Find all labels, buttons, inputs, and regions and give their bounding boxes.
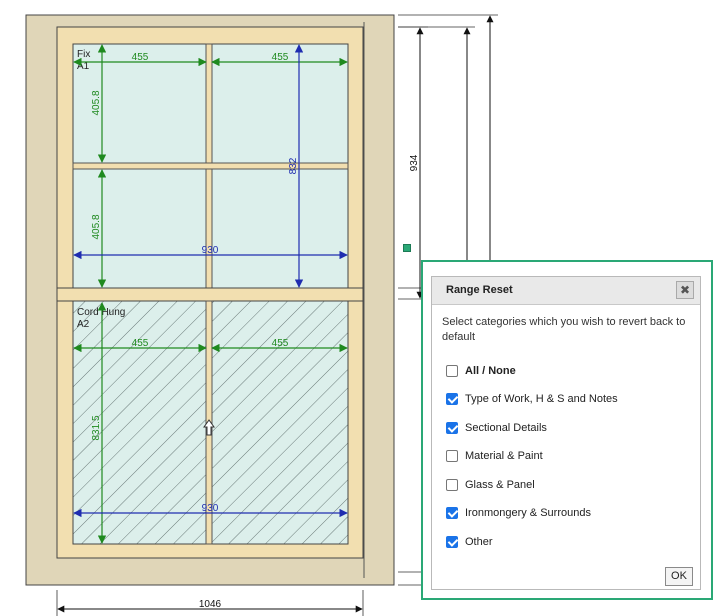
checkbox-type-of-work[interactable] bbox=[446, 393, 458, 405]
option-ironmongery[interactable]: Ironmongery & Surrounds bbox=[446, 505, 686, 521]
range-reset-dialog: Range Reset ✖ Select categories which yo… bbox=[431, 276, 701, 590]
option-label: Glass & Panel bbox=[465, 479, 535, 491]
option-label: Type of Work, H & S and Notes bbox=[465, 393, 618, 405]
upper-sash-width-dim-label: 930 bbox=[202, 245, 219, 256]
lower-sash-label-id: A2 bbox=[77, 319, 90, 330]
upper-glazing-bar-vertical bbox=[205, 43, 213, 300]
sash-lift-arrow-icon bbox=[203, 419, 215, 436]
overall-width-dim-label: 1046 bbox=[199, 599, 222, 610]
upper-sash-label-id: A1 bbox=[77, 61, 90, 72]
dialog-description: Select categories which you wish to reve… bbox=[442, 316, 686, 343]
upper-sash-height-dim-label: 832 bbox=[288, 157, 299, 174]
checkbox-glass-panel[interactable] bbox=[446, 479, 458, 491]
lower-height-dim-label: 831.5 bbox=[91, 415, 102, 440]
option-label: Sectional Details bbox=[465, 422, 547, 434]
close-button[interactable]: ✖ bbox=[676, 281, 694, 299]
ok-button[interactable]: OK bbox=[665, 567, 693, 586]
upper-height-dim-top-label: 405.8 bbox=[91, 90, 102, 115]
checkbox-sectional-details[interactable] bbox=[446, 422, 458, 434]
upper-width-dim-right-label: 455 bbox=[272, 52, 289, 63]
option-material-paint[interactable]: Material & Paint bbox=[446, 448, 686, 464]
lower-width-dim-right-label: 455 bbox=[272, 338, 289, 349]
option-type-of-work[interactable]: Type of Work, H & S and Notes bbox=[446, 391, 686, 407]
resize-handle[interactable] bbox=[403, 244, 411, 252]
checkbox-material-paint[interactable] bbox=[446, 450, 458, 462]
checkbox-all-none[interactable] bbox=[446, 365, 458, 377]
lower-sash-label-type: Cord Hung bbox=[77, 307, 125, 318]
lower-sash-width-dim-label: 930 bbox=[202, 503, 219, 514]
upper-height-dim-bottom-label: 405.8 bbox=[91, 214, 102, 239]
option-glass-panel[interactable]: Glass & Panel bbox=[446, 477, 686, 493]
checkbox-ironmongery[interactable] bbox=[446, 507, 458, 519]
dialog-title: Range Reset bbox=[446, 284, 513, 296]
close-icon: ✖ bbox=[679, 283, 691, 297]
option-sectional-details[interactable]: Sectional Details bbox=[446, 420, 686, 436]
option-label: Other bbox=[465, 536, 493, 548]
dialog-header: Range Reset ✖ bbox=[432, 277, 700, 305]
option-label: All / None bbox=[465, 365, 516, 377]
overall-height-dim-label: 934 bbox=[409, 154, 420, 171]
upper-width-dim-left-label: 455 bbox=[132, 52, 149, 63]
upper-sash-label-type: Fix bbox=[77, 49, 90, 60]
meeting-rail bbox=[56, 287, 364, 302]
dialog-highlight-frame: Range Reset ✖ Select categories which yo… bbox=[421, 260, 713, 600]
option-all-none[interactable]: All / None bbox=[446, 363, 686, 379]
option-other[interactable]: Other bbox=[446, 534, 686, 550]
lower-width-dim-left-label: 455 bbox=[132, 338, 149, 349]
option-label: Ironmongery & Surrounds bbox=[465, 507, 591, 519]
upper-glazing-bar-horizontal bbox=[72, 162, 349, 170]
checkbox-other[interactable] bbox=[446, 536, 458, 548]
option-label: Material & Paint bbox=[465, 450, 543, 462]
